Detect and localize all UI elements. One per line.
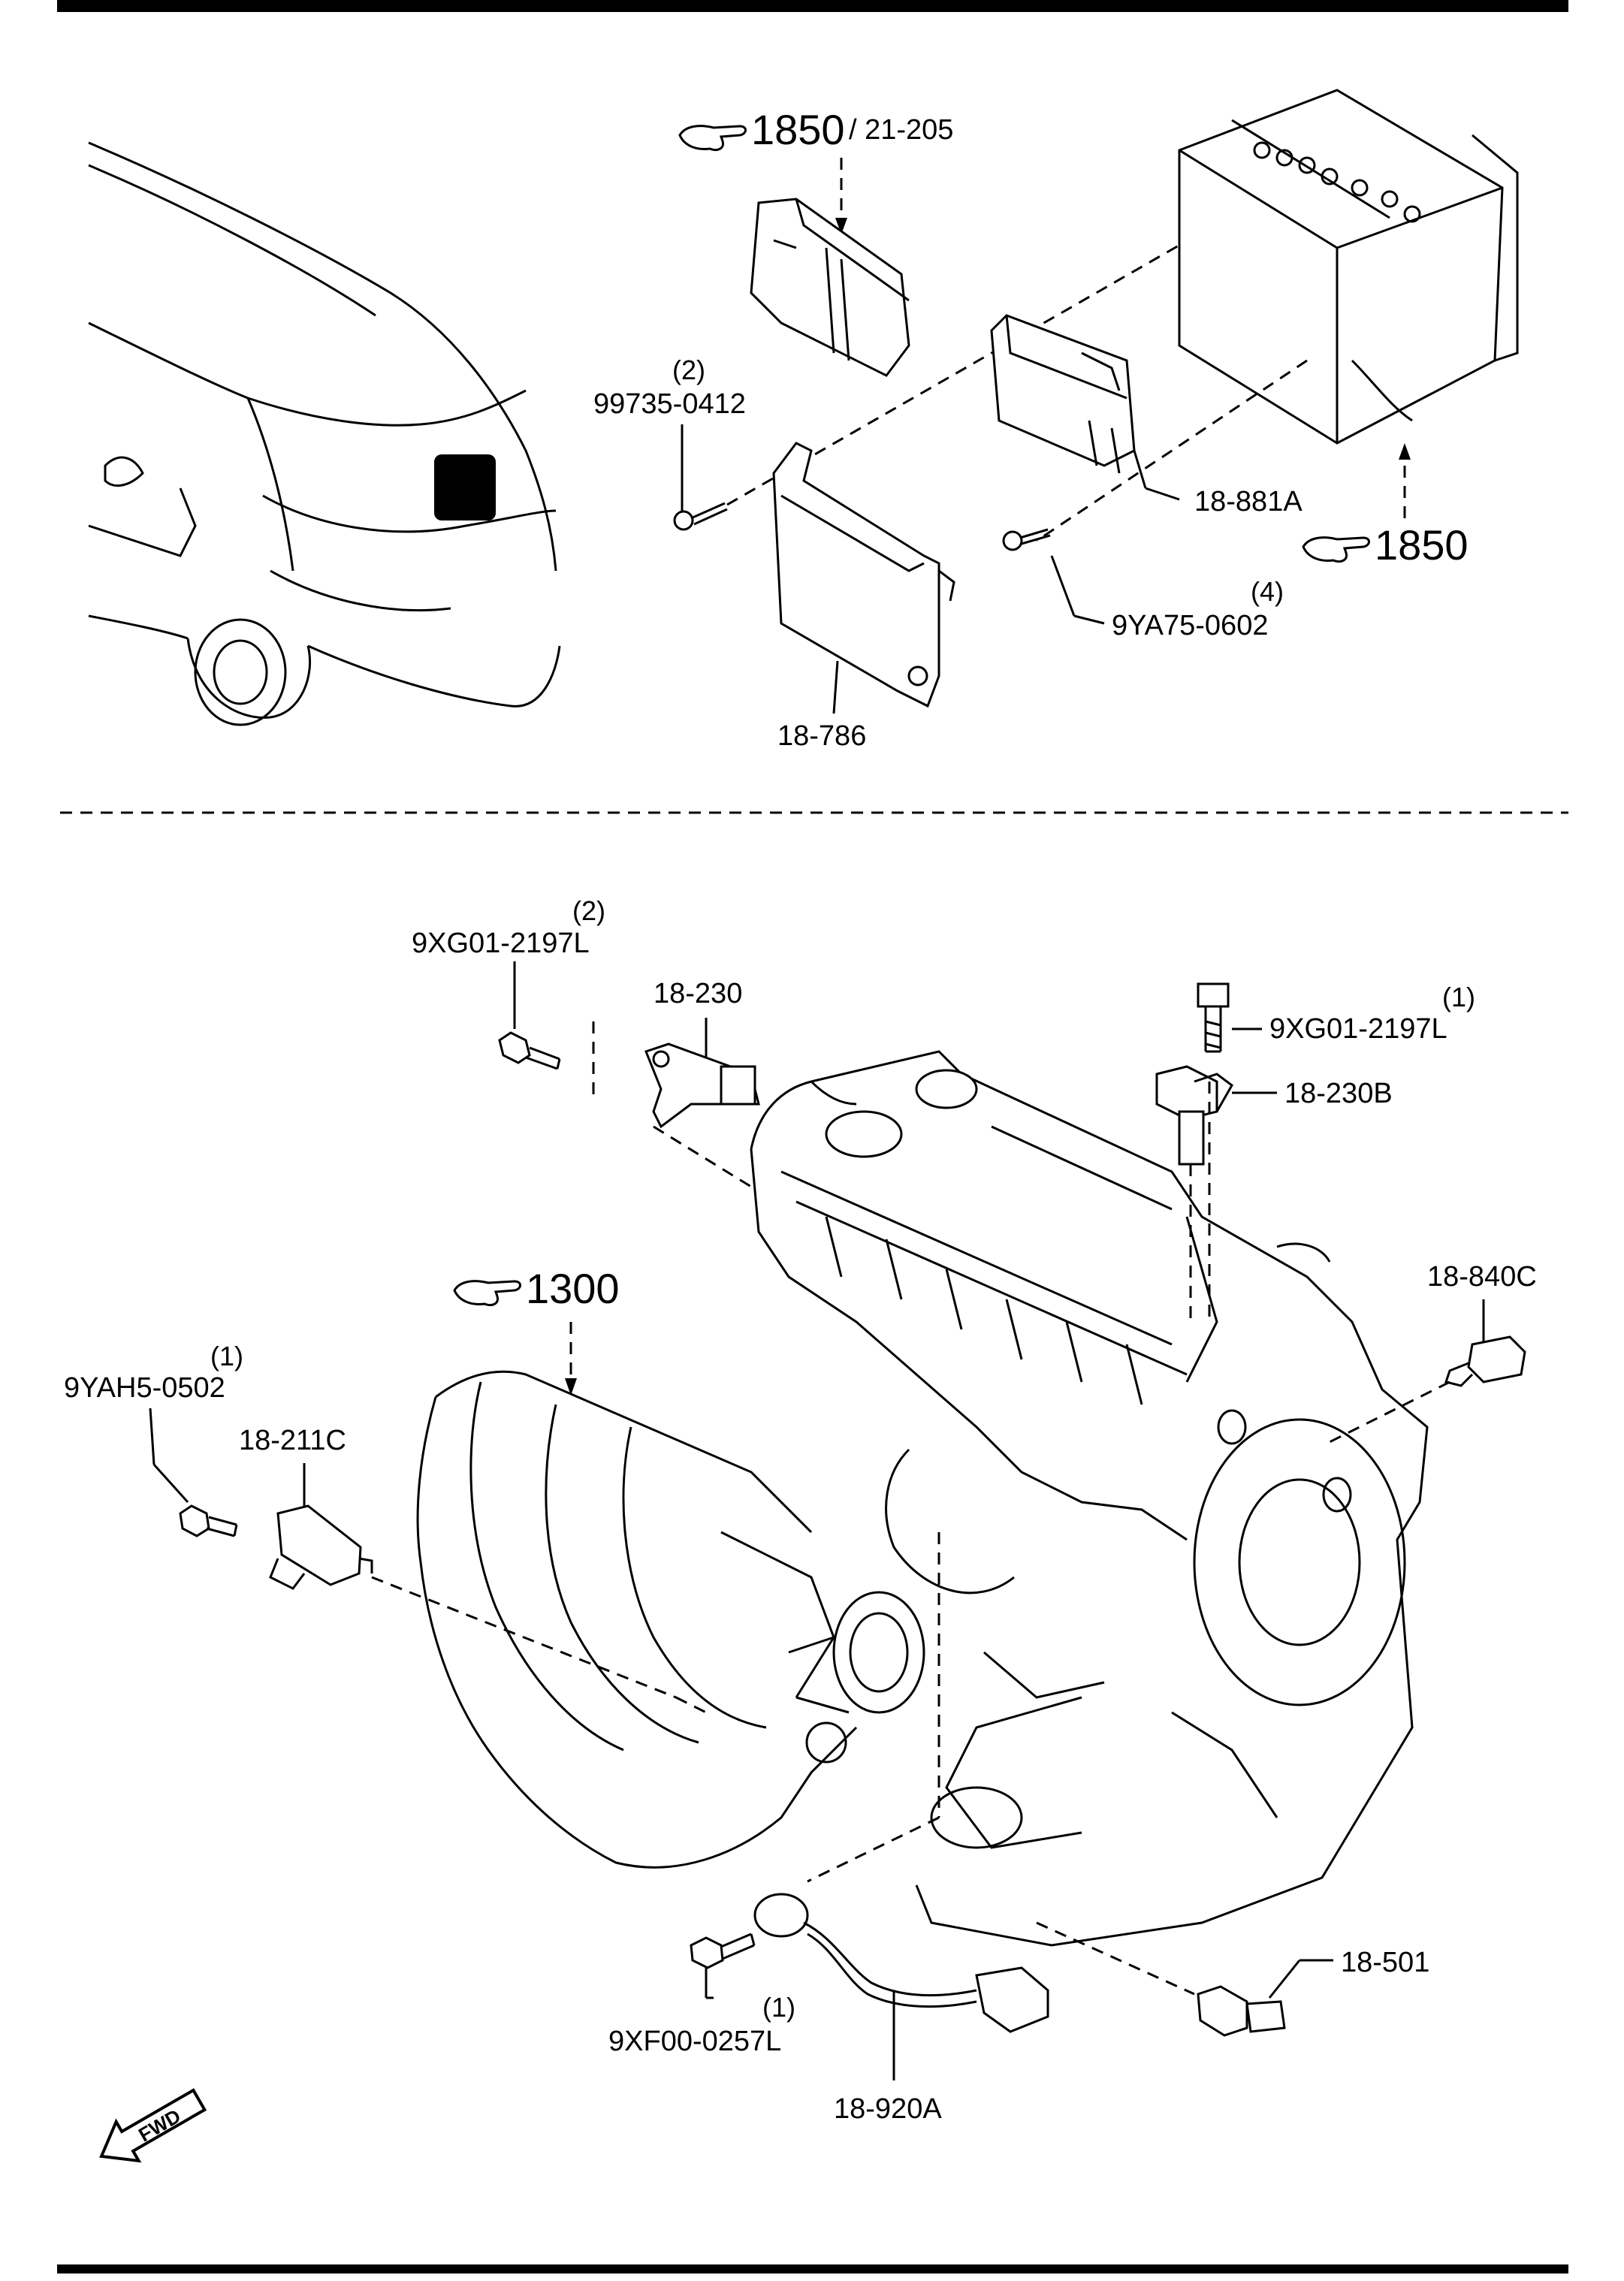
ref-page-21-205: / 21-205 — [849, 114, 953, 146]
leader-line — [371, 1576, 677, 1699]
part-number-18-786: 18-786 — [777, 720, 866, 752]
screw-icon — [1002, 528, 1051, 551]
battery-reference: 1850 — [1302, 521, 1469, 569]
part-number-18-881A: 18-881A — [1194, 486, 1303, 517]
battery-location-marker — [434, 454, 496, 520]
leader-line — [1036, 359, 1308, 542]
part-number-9XF00-0257L: 9XF00-0257L — [608, 2026, 781, 2057]
bolt-icon — [498, 1031, 561, 1070]
part-number-9XG01-2197L-right: 9XG01-2197L — [1269, 1013, 1447, 1045]
arrowhead-icon — [835, 218, 847, 234]
oil-pressure-switch-part — [1197, 1985, 1286, 2037]
bolt-icon — [690, 1933, 756, 1969]
part-number-9XG01-2197L-left: 9XG01-2197L — [412, 928, 590, 959]
ref-number-1850: 1850 — [751, 106, 845, 153]
leader-line — [675, 1696, 707, 1714]
intake-manifold-illustration — [416, 1370, 925, 1869]
part-number-9YA75-0602: 9YA75-0602 — [1112, 610, 1268, 641]
vehicle-illustration — [88, 141, 561, 726]
part-number-18-230B: 18-230B — [1284, 1078, 1393, 1109]
qty-9XG01-left: (2) — [572, 895, 605, 926]
leader-line — [1145, 487, 1180, 501]
bottom-border — [57, 2264, 1568, 2273]
battery-part — [1178, 89, 1519, 445]
leader-line — [1073, 614, 1105, 625]
leader-line — [1050, 555, 1076, 617]
leader-line — [1133, 450, 1147, 489]
module-cover-part — [750, 198, 910, 377]
leader-line — [807, 1816, 940, 1883]
pointing-hand-icon — [1302, 536, 1370, 563]
engine-block-illustration — [750, 1050, 1429, 1947]
part-number-18-840C: 18-840C — [1427, 1261, 1537, 1293]
ref-number-1850: 1850 — [1375, 521, 1469, 569]
throttle-body-icon — [832, 1591, 925, 1714]
qty-9YA75: (4) — [1251, 576, 1284, 607]
leader-line — [1329, 1380, 1450, 1444]
pointing-hand-icon — [678, 125, 747, 152]
arrowhead-icon — [1399, 443, 1411, 460]
leader-line — [653, 1125, 752, 1188]
crankshaft-sensor-part — [1155, 1065, 1233, 1166]
part-number-18-230: 18-230 — [654, 978, 742, 1009]
map-sensor-part — [269, 1504, 373, 1590]
engine-reference: 1300 — [453, 1265, 620, 1395]
arrowhead-icon — [565, 1378, 577, 1395]
part-number-18-501: 18-501 — [1341, 1947, 1429, 1978]
control-module-part — [990, 314, 1136, 474]
qty-9YAH5: (1) — [210, 1341, 243, 1371]
fwd-arrow-icon: FWD — [99, 2088, 207, 2163]
part-number-18-211C: 18-211C — [239, 1425, 346, 1456]
camshaft-sensor-part — [644, 1042, 760, 1129]
bolt-icon — [179, 1504, 238, 1537]
leader-line — [152, 1463, 189, 1504]
temperature-sensor-part — [1444, 1335, 1526, 1387]
part-number-99735-0412: 99735-0412 — [593, 388, 746, 420]
bracket-part — [772, 442, 955, 708]
part-number-9YAH5-0502: 9YAH5-0502 — [64, 1372, 225, 1404]
screw-icon — [673, 502, 728, 531]
leader-line — [832, 660, 839, 714]
top-border — [57, 0, 1568, 12]
leader-line — [1268, 1960, 1301, 1999]
bolt-icon — [1197, 982, 1230, 1053]
pointing-hand-icon — [453, 1280, 521, 1307]
qty-9XG01-right: (1) — [1442, 982, 1475, 1012]
knock-sensor-part — [753, 1893, 1049, 2033]
leader-line — [1036, 1921, 1195, 1996]
qty-9XF00: (1) — [762, 1992, 795, 2023]
qty-99735: (2) — [672, 355, 705, 385]
ref-number-1300: 1300 — [526, 1265, 620, 1312]
header-reference: 1850 / 21-205 — [678, 106, 953, 234]
leader-line — [149, 1408, 155, 1465]
part-number-18-920A: 18-920A — [834, 2093, 942, 2125]
